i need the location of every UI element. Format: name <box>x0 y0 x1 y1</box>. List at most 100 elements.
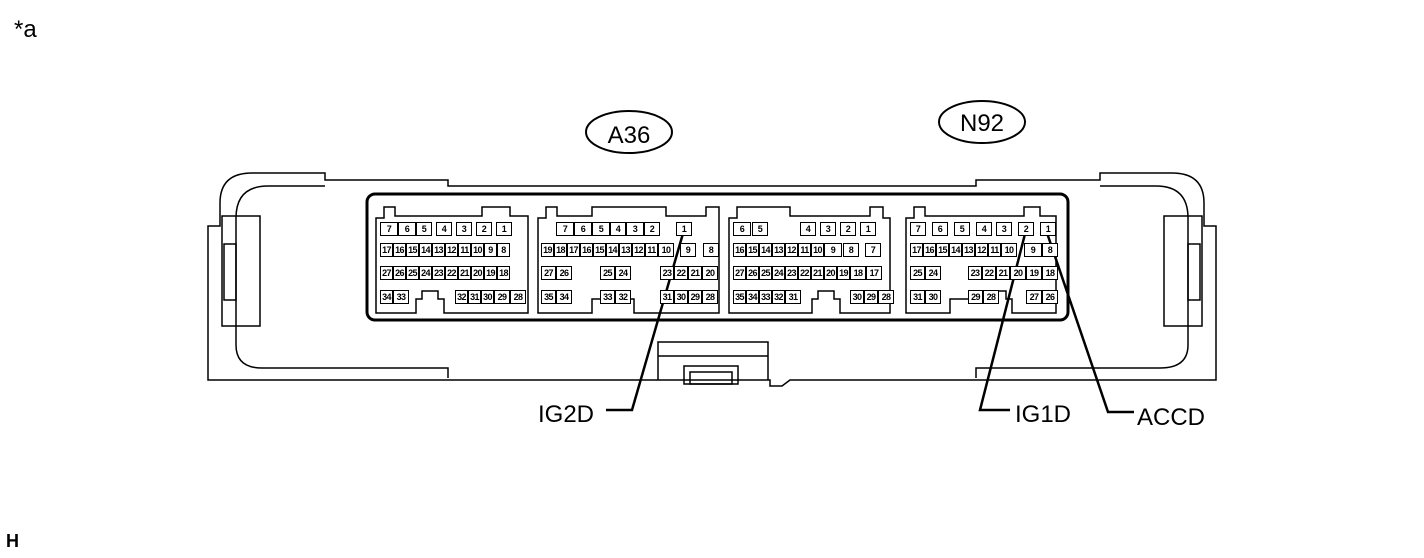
pin-a36-20: 20 <box>471 266 484 280</box>
pin-a36-7: 7 <box>556 222 574 236</box>
pin-n92-29: 29 <box>864 290 878 304</box>
connector-face <box>365 192 1070 322</box>
connector-label-a36: A36 <box>607 122 651 149</box>
pin-a36-17: 17 <box>567 243 580 257</box>
left-latch <box>221 215 261 327</box>
pin-n92-18: 18 <box>850 266 866 280</box>
pin-a36-21: 21 <box>458 266 471 280</box>
pin-a36-13: 13 <box>619 243 632 257</box>
pin-a36-29: 29 <box>688 290 702 304</box>
pin-n92-24: 24 <box>925 266 941 280</box>
pin-n92-13: 13 <box>962 243 975 257</box>
pin-a36-27: 27 <box>380 266 393 280</box>
pin-a36-24: 24 <box>615 266 631 280</box>
pin-n92-27: 27 <box>733 266 746 280</box>
pin-a36-8: 8 <box>703 243 719 257</box>
pin-a36-23: 23 <box>432 266 445 280</box>
pin-a36-25: 25 <box>406 266 419 280</box>
pin-a36-12: 12 <box>445 243 458 257</box>
pin-a36-15: 15 <box>406 243 419 257</box>
pin-n92-25: 25 <box>910 266 925 280</box>
pin-a36-13: 13 <box>432 243 445 257</box>
pin-a36-9: 9 <box>484 243 497 257</box>
bottom-clip-tab <box>683 365 739 385</box>
pin-a36-7: 7 <box>380 222 398 236</box>
pin-a36-19: 19 <box>541 243 554 257</box>
pin-a36-22: 22 <box>445 266 458 280</box>
pin-a36-6: 6 <box>398 222 416 236</box>
pin-a36-11: 11 <box>645 243 658 257</box>
pin-n92-2: 2 <box>1018 222 1034 236</box>
accd-leader-line <box>1044 229 1134 414</box>
pin-a36-20: 20 <box>702 266 718 280</box>
pin-n92-15: 15 <box>746 243 759 257</box>
pin-n92-22: 22 <box>798 266 811 280</box>
pin-n92-9: 9 <box>1024 243 1042 257</box>
pin-a36-29: 29 <box>494 290 510 304</box>
housing-inner-outline <box>235 185 1189 378</box>
ig1d-leader-line <box>978 229 1028 412</box>
pin-n92-14: 14 <box>949 243 962 257</box>
pin-a36-2: 2 <box>476 222 492 236</box>
callout-label-ig2d: IG2D <box>538 401 595 428</box>
pin-a36-31: 31 <box>468 290 481 304</box>
pin-a36-3: 3 <box>626 222 644 236</box>
pin-n92-15: 15 <box>936 243 949 257</box>
pin-n92-2: 2 <box>840 222 856 236</box>
pin-a36-30: 30 <box>481 290 494 304</box>
pin-a36-5: 5 <box>592 222 610 236</box>
n92-id-ellipse <box>938 100 1026 144</box>
pin-n92-21: 21 <box>811 266 824 280</box>
block-a36-left-outline <box>375 206 529 314</box>
pin-n92-17: 17 <box>910 243 923 257</box>
pin-a36-30: 30 <box>674 290 688 304</box>
pin-n92-30: 30 <box>850 290 864 304</box>
pin-n92-8: 8 <box>1042 243 1058 257</box>
pin-a36-5: 5 <box>416 222 432 236</box>
pin-n92-33: 33 <box>759 290 772 304</box>
pin-a36-35: 35 <box>541 290 556 304</box>
block-n92-left-outline <box>728 206 891 314</box>
pin-n92-13: 13 <box>772 243 785 257</box>
pin-a36-31: 31 <box>660 290 674 304</box>
pin-n92-7: 7 <box>910 222 926 236</box>
bottom-clip <box>657 341 769 380</box>
pin-a36-1: 1 <box>676 222 692 236</box>
pin-a36-12: 12 <box>632 243 645 257</box>
pin-a36-11: 11 <box>458 243 471 257</box>
pin-n92-28: 28 <box>878 290 894 304</box>
pin-n92-8: 8 <box>843 243 859 257</box>
pin-n92-21: 21 <box>996 266 1010 280</box>
housing-outline <box>207 172 1217 387</box>
pin-n92-20: 20 <box>1010 266 1026 280</box>
pin-a36-26: 26 <box>556 266 572 280</box>
connector-label-n92: N92 <box>959 110 1005 137</box>
pin-a36-19: 19 <box>484 266 497 280</box>
pin-n92-11: 11 <box>988 243 1001 257</box>
pin-n92-23: 23 <box>785 266 798 280</box>
pin-n92-12: 12 <box>785 243 798 257</box>
pin-n92-3: 3 <box>996 222 1012 236</box>
pin-n92-19: 19 <box>837 266 850 280</box>
pin-n92-10: 10 <box>1001 243 1017 257</box>
pin-n92-27: 27 <box>1026 290 1042 304</box>
pin-a36-23: 23 <box>660 266 674 280</box>
pin-a36-25: 25 <box>600 266 615 280</box>
pin-n92-29: 29 <box>968 290 983 304</box>
pin-a36-18: 18 <box>554 243 567 257</box>
pin-n92-5: 5 <box>752 222 768 236</box>
pin-n92-30: 30 <box>925 290 941 304</box>
pin-n92-24: 24 <box>772 266 785 280</box>
pin-a36-34: 34 <box>380 290 393 304</box>
pin-a36-2: 2 <box>644 222 660 236</box>
pin-n92-3: 3 <box>820 222 836 236</box>
pin-n92-18: 18 <box>1042 266 1058 280</box>
pin-n92-7: 7 <box>865 243 881 257</box>
pin-n92-26: 26 <box>746 266 759 280</box>
pin-a36-14: 14 <box>419 243 432 257</box>
pin-a36-16: 16 <box>580 243 593 257</box>
left-latch-slot <box>223 243 237 301</box>
pin-a36-17: 17 <box>380 243 393 257</box>
pin-a36-32: 32 <box>455 290 468 304</box>
